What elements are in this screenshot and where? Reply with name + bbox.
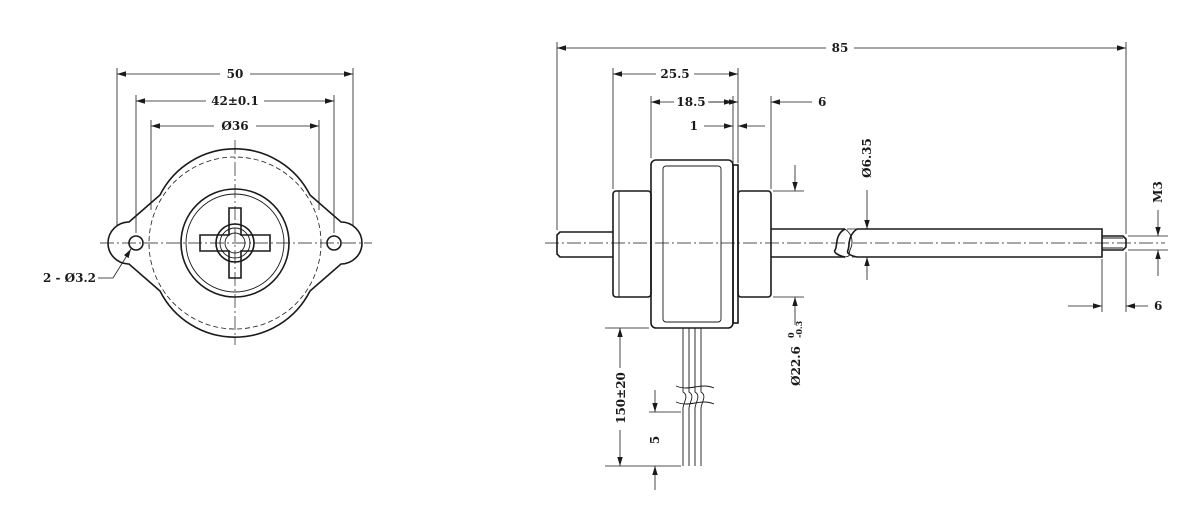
dim-label-flange-gap: 1 <box>690 119 698 133</box>
shaft-break-near <box>833 228 846 258</box>
pilot-ring-outer <box>180 188 290 298</box>
shaft-thread-tip <box>1102 235 1127 251</box>
mounting-hole-left <box>128 235 144 251</box>
front-view: 50 42±0.1 Ø36 2 - Ø3.2 <box>43 67 372 345</box>
dim-label-body-diameter: Ø22.6 <box>789 346 803 386</box>
dim-label-shaft-diameter: Ø6.35 <box>860 138 874 178</box>
lead-wire-1 <box>682 328 687 466</box>
dim-label-body-diameter-tol-upper: 0 <box>786 332 796 338</box>
front-bolt-circle-hidden <box>148 156 322 330</box>
shaft-left-stub <box>556 231 613 258</box>
lead-wire-4 <box>700 328 705 466</box>
dim-label-lead-strip: 5 <box>648 436 662 444</box>
shaft-break-far <box>846 228 858 258</box>
main-housing-inner <box>662 165 722 323</box>
dim-label-boss-length: 6 <box>818 95 826 109</box>
dim-label-body-length: 25.5 <box>660 67 689 81</box>
dim-label-total-length: 85 <box>832 41 849 55</box>
shaft-bore-inner <box>219 227 251 259</box>
front-boss <box>737 190 772 298</box>
shaft-main-far <box>857 228 1103 258</box>
side-view: 85 25.5 18.5 6 1 Ø6.35 Ø22.6 0 -0.3 <box>545 41 1168 490</box>
dim-label-body-diameter-tol-lower: -0.3 <box>794 320 804 338</box>
dim-label-overall-width: 50 <box>227 67 244 81</box>
lead-wire-3 <box>694 328 699 466</box>
lead-wires <box>675 328 715 466</box>
pilot-ring-inner <box>185 193 285 293</box>
dim-label-housing-length: 18.5 <box>676 95 705 109</box>
dim-label-hole-spacing: 42±0.1 <box>211 94 259 108</box>
shaft-end <box>224 232 246 254</box>
dim-label-body-diameter-group: Ø22.6 0 -0.3 <box>786 320 804 386</box>
dim-label-lead-length: 150±20 <box>614 372 628 424</box>
dim-label-thread-length: 6 <box>1154 299 1162 313</box>
dim-label-thread: M3 <box>1151 181 1165 203</box>
shaft-main-near <box>771 228 845 258</box>
lead-wire-break <box>675 385 715 405</box>
mounting-flange-outline <box>107 148 363 338</box>
leader-mounting-holes <box>98 248 132 279</box>
shaft-bore-outer <box>215 223 255 263</box>
lead-wire-2 <box>688 328 693 466</box>
dim-label-pilot-diameter: Ø36 <box>221 119 248 133</box>
dim-label-mounting-holes: 2 - Ø3.2 <box>43 271 96 285</box>
mounting-hole-right <box>326 235 342 251</box>
